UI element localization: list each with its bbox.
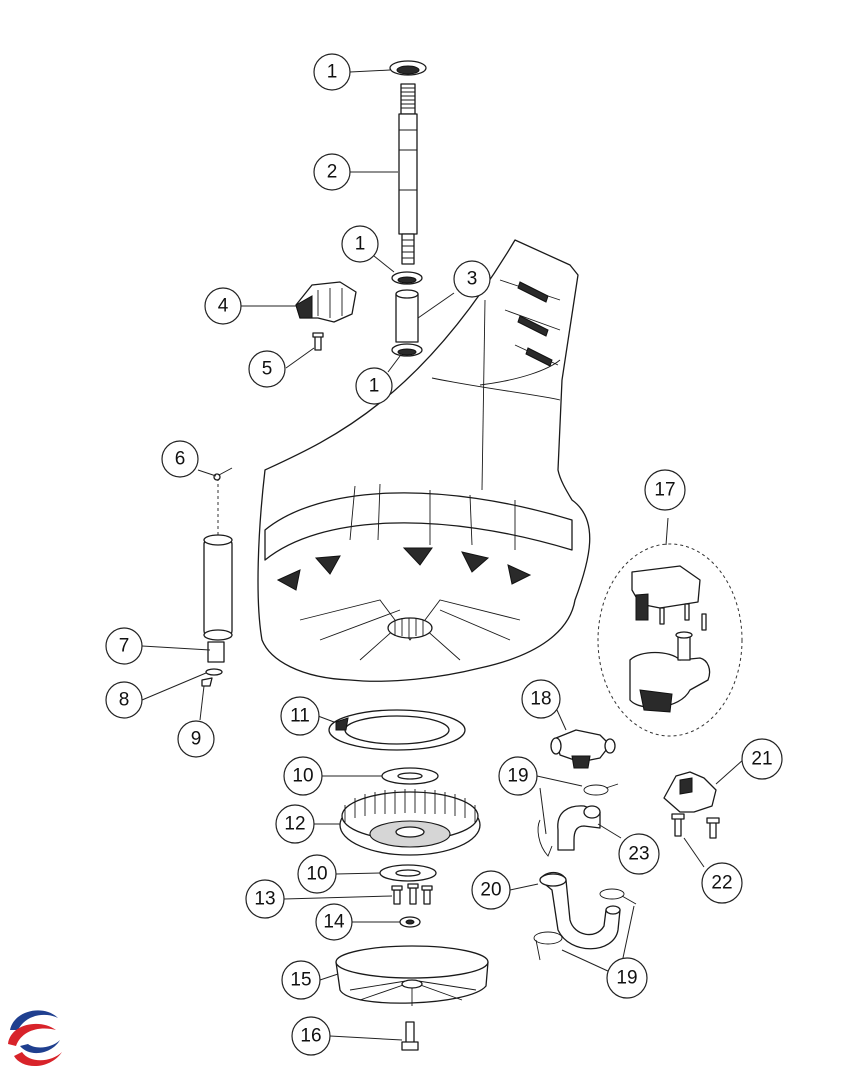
- callout-6: 6: [161, 440, 199, 478]
- svg-text:15: 15: [290, 970, 311, 991]
- part-3-sleeve: [395, 289, 419, 343]
- callout-10b: 10: [297, 854, 337, 894]
- callout-4: 4: [204, 287, 242, 325]
- part-19-clamp-upper: [583, 783, 619, 796]
- part-18-valve: [550, 729, 616, 769]
- callout-3: 3: [453, 260, 491, 298]
- part-1-upper-bearing: [391, 271, 423, 285]
- svg-text:1: 1: [355, 234, 366, 255]
- callout-17: 17: [644, 469, 686, 511]
- svg-text:1: 1: [369, 376, 380, 397]
- callout-8: 8: [105, 681, 143, 719]
- svg-text:5: 5: [262, 359, 273, 380]
- brand-logo-icon: [4, 1008, 64, 1068]
- part-10-spacer-lower: [379, 864, 437, 882]
- callout-5: 5: [248, 350, 286, 388]
- callout-7: 7: [105, 627, 143, 665]
- part-11-ring: [328, 709, 466, 751]
- svg-text:10: 10: [306, 864, 327, 885]
- svg-text:14: 14: [323, 912, 345, 933]
- callout-18: 18: [521, 679, 561, 719]
- svg-text:19: 19: [507, 766, 528, 787]
- svg-text:1: 1: [327, 62, 338, 83]
- svg-text:20: 20: [480, 880, 501, 901]
- callout-1a: 1: [313, 53, 351, 91]
- svg-text:8: 8: [119, 690, 130, 711]
- callout-14: 14: [315, 903, 353, 941]
- callout-23: 23: [618, 833, 660, 875]
- part-20-u-hose: [539, 871, 621, 950]
- part-4-bracket: [295, 281, 357, 323]
- part-9-clamp: [201, 677, 213, 687]
- part-6-clip: [213, 467, 233, 481]
- svg-text:13: 13: [254, 889, 275, 910]
- tub-assembly: [257, 239, 591, 682]
- svg-text:19: 19: [616, 968, 637, 989]
- part-23-elbow-hose: [537, 805, 601, 857]
- svg-text:21: 21: [751, 749, 772, 770]
- svg-text:10: 10: [292, 766, 313, 787]
- callout-13: 13: [245, 879, 285, 919]
- svg-text:22: 22: [711, 873, 732, 894]
- part-13-bolts: [391, 883, 433, 905]
- part-10-spacer-upper: [381, 767, 439, 785]
- callout-1b: 1: [341, 225, 379, 263]
- part-5-screw: [312, 332, 324, 351]
- part-19-clamps-lower: [533, 888, 637, 961]
- svg-text:11: 11: [290, 706, 310, 727]
- callout-19b: 19: [606, 957, 648, 999]
- callout-19a: 19: [498, 756, 538, 796]
- svg-text:16: 16: [300, 1026, 321, 1047]
- callout-10a: 10: [283, 756, 323, 796]
- part-17-pump-assembly: [597, 543, 743, 737]
- part-8-washer: [205, 668, 223, 676]
- part-1-top-seal: [389, 60, 427, 76]
- part-2-shaft: [398, 83, 418, 265]
- callout-1c: 1: [355, 367, 393, 405]
- part-15-bottom-cover: [335, 945, 489, 1006]
- callout-12: 12: [275, 804, 315, 844]
- part-16-bolt: [401, 1021, 419, 1051]
- svg-text:12: 12: [284, 814, 305, 835]
- svg-text:7: 7: [119, 636, 130, 657]
- callout-2: 2: [313, 153, 351, 191]
- part-21-connector: [663, 771, 717, 813]
- part-22-screws: [671, 813, 720, 839]
- svg-text:4: 4: [218, 296, 229, 317]
- svg-text:18: 18: [530, 689, 551, 710]
- part-12-gear: [339, 789, 481, 856]
- svg-text:3: 3: [467, 269, 478, 290]
- callout-15: 15: [281, 960, 321, 1000]
- svg-text:17: 17: [654, 480, 675, 501]
- callout-21: 21: [741, 738, 783, 780]
- svg-text:23: 23: [628, 844, 649, 865]
- svg-text:9: 9: [191, 729, 202, 750]
- svg-text:6: 6: [175, 449, 186, 470]
- callout-20: 20: [471, 870, 511, 910]
- callout-22: 22: [701, 862, 743, 904]
- callout-16: 16: [291, 1016, 331, 1056]
- part-1-lower-bearing: [391, 343, 423, 357]
- svg-text:2: 2: [327, 162, 338, 183]
- callout-9: 9: [177, 720, 215, 758]
- callout-11: 11: [280, 696, 320, 736]
- part-7-tube: [203, 534, 233, 663]
- part-14-nut: [399, 916, 421, 928]
